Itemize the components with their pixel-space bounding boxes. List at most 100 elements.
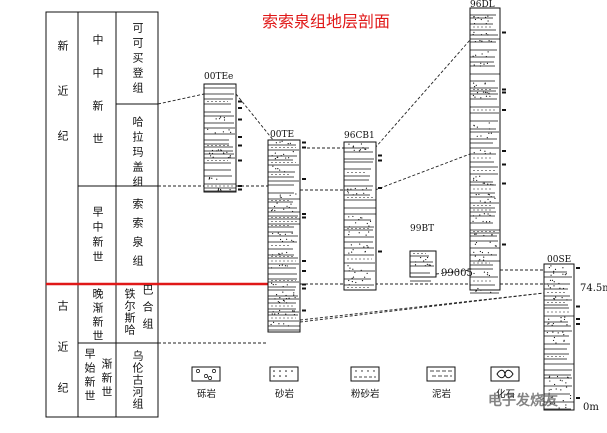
sand-grain — [486, 274, 489, 276]
sand-grain — [352, 276, 355, 278]
sand-grain — [284, 233, 287, 235]
sand-grain — [490, 132, 492, 134]
sand-grain — [294, 296, 296, 299]
sand-grain — [480, 34, 483, 36]
conglomerate-pebble — [208, 376, 212, 380]
sand-grain — [551, 279, 554, 281]
epoch-oligocene: 渐新世 — [100, 358, 113, 400]
sand-grain — [565, 386, 568, 388]
sand-grain — [549, 287, 551, 289]
column-99BT — [409, 250, 437, 282]
sand-grain — [270, 267, 273, 269]
fossil-symbol — [496, 369, 514, 379]
sand-grain — [351, 251, 353, 253]
sand-grain — [365, 234, 367, 236]
conglomerate-pebble — [204, 374, 208, 378]
sand-grain — [365, 187, 368, 189]
sand-grain — [282, 299, 285, 301]
sand-grain — [291, 232, 293, 234]
sand-grain — [487, 20, 489, 22]
sand-grain — [286, 284, 288, 286]
sand-grain — [347, 190, 349, 192]
sand-grain — [487, 51, 489, 53]
sand-grain — [485, 33, 487, 35]
sand-grain — [348, 270, 350, 272]
sand-grain — [286, 205, 288, 207]
sand-grain — [272, 311, 274, 313]
sand-grain — [488, 40, 490, 42]
sand-grain — [548, 266, 550, 269]
legend-label-siltstone: 粉砂岩 — [351, 389, 380, 400]
sand-grain — [562, 267, 564, 269]
sand-grain — [366, 272, 368, 274]
sand-grain — [495, 245, 497, 247]
section-label-00TEe: 00TEe — [204, 72, 234, 82]
sand-grain — [288, 297, 290, 299]
sand-grain — [424, 265, 426, 267]
sand-grain — [425, 258, 427, 261]
sand-grain — [293, 294, 295, 296]
sand-grain — [281, 264, 283, 266]
sand-grain — [271, 282, 273, 284]
sample-marker — [502, 163, 506, 166]
sand-grain — [485, 55, 487, 58]
legend-label-mudstone: 泥岩 — [432, 389, 452, 400]
sand-grain — [270, 210, 273, 212]
sand-grain — [352, 249, 354, 251]
siltstone-grain — [367, 370, 369, 372]
sand-grain — [563, 318, 566, 321]
sand-grain — [472, 55, 474, 57]
sand-grain — [566, 324, 568, 326]
sand-grain — [426, 256, 429, 259]
sand-grain — [291, 239, 293, 241]
era-neogene: 新近纪 — [56, 40, 69, 175]
sand-grain — [285, 313, 287, 315]
conglomerate-pebble — [196, 369, 200, 373]
sand-grain — [557, 332, 559, 334]
sand-grain — [547, 285, 550, 287]
sand-grain — [223, 119, 226, 121]
sand-grain — [278, 301, 281, 304]
sample-marker — [302, 309, 306, 312]
epoch-early-miocene: 早中新世 — [91, 206, 104, 266]
sand-grain — [553, 285, 555, 287]
sand-grain — [473, 272, 475, 275]
sand-grain — [475, 84, 477, 86]
sand-grain — [486, 272, 489, 274]
sand-grain — [475, 217, 477, 219]
sand-grain — [360, 217, 362, 219]
sand-grain — [272, 232, 274, 235]
sand-grain — [291, 210, 294, 213]
sand-grain — [473, 177, 475, 179]
sand-grain — [492, 184, 494, 186]
column-96DL-outline — [469, 7, 501, 291]
formation-kekemaideng: 可可买登组 — [131, 22, 144, 97]
sand-grain — [558, 282, 560, 285]
sand-grain — [289, 142, 291, 144]
sand-grain — [561, 380, 563, 382]
sand-grain — [214, 132, 216, 134]
sand-grain — [279, 169, 281, 171]
sand-grain — [483, 213, 485, 215]
sand-grain — [560, 389, 562, 391]
sand-grain — [348, 279, 350, 282]
sand-grain — [479, 200, 481, 202]
siltstone-grain — [373, 370, 375, 372]
sand-grain — [487, 198, 489, 200]
sand-grain — [275, 168, 277, 170]
conglomerate-pebble — [212, 369, 216, 373]
sample-marker — [576, 267, 580, 269]
sand-grain — [487, 183, 489, 185]
sand-grain — [553, 272, 555, 274]
sand-grain — [358, 219, 360, 221]
sample-marker — [238, 159, 242, 162]
sand-grain — [272, 321, 275, 323]
sand-grain — [219, 188, 222, 191]
sand-grain — [488, 122, 490, 124]
sample-marker — [502, 88, 506, 91]
sand-grain — [279, 234, 281, 236]
sand-grain — [553, 298, 555, 300]
sand-grain — [285, 294, 287, 297]
sand-grain — [274, 313, 276, 315]
